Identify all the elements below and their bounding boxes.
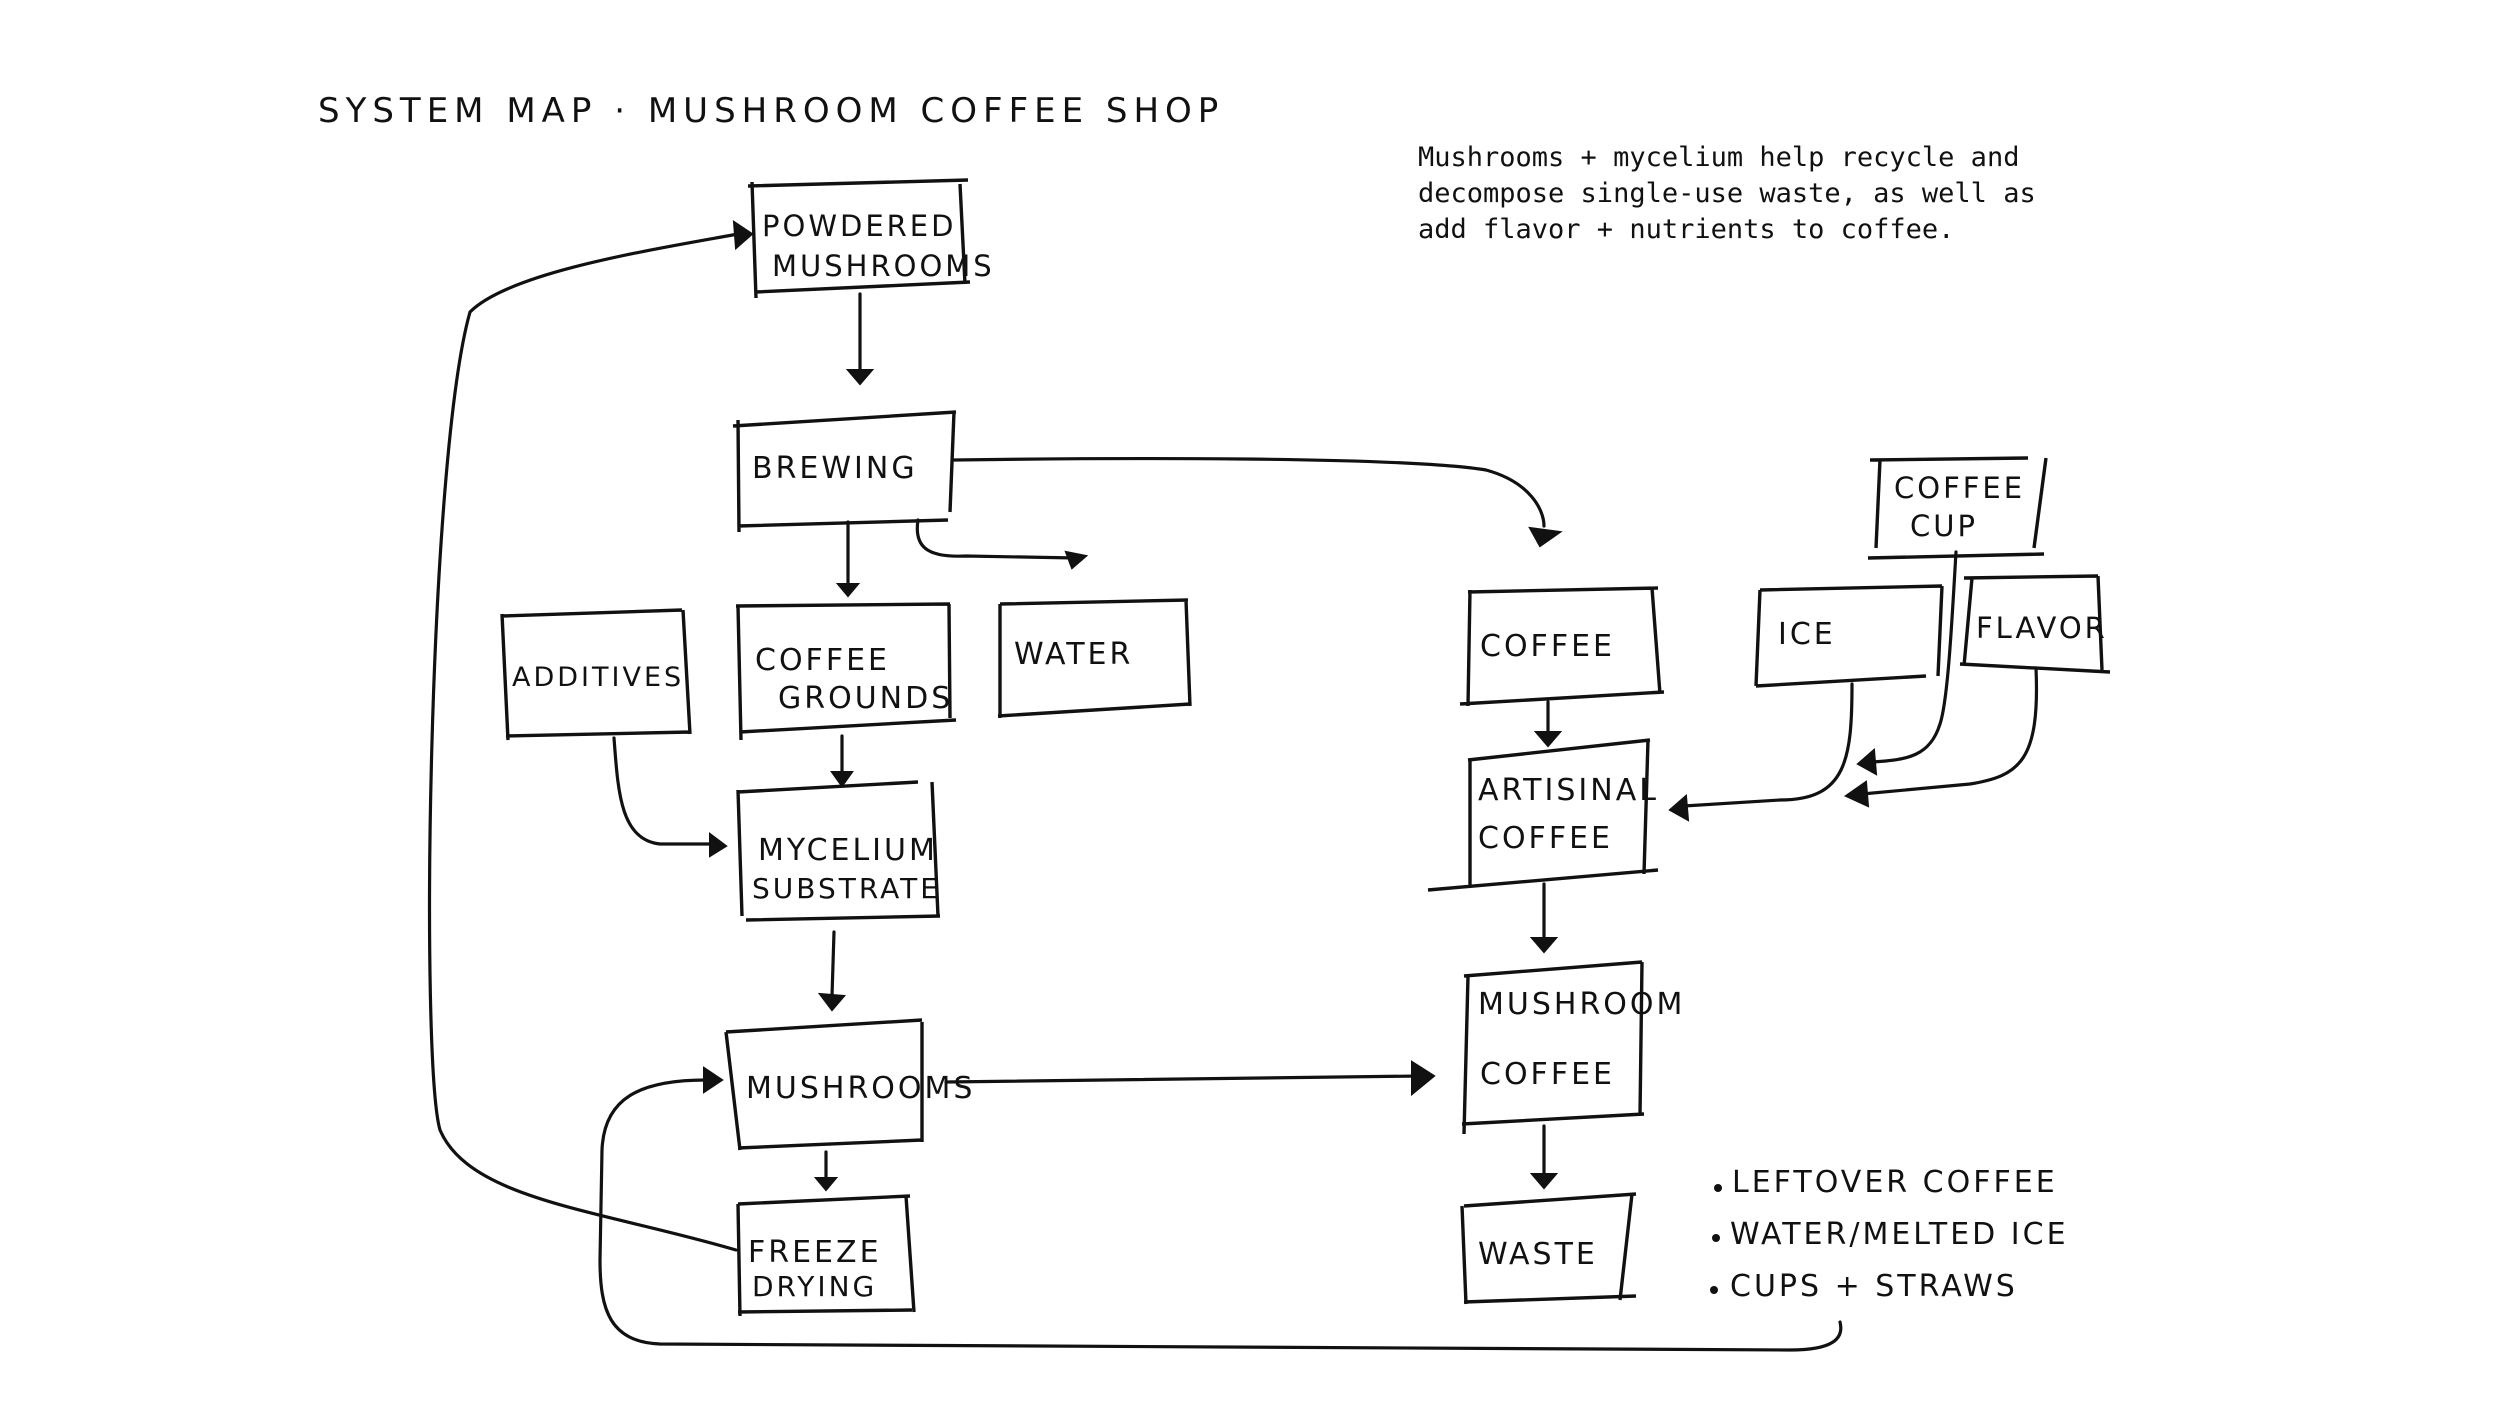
bullet-dot	[1714, 1184, 1722, 1192]
node-ice: ICE	[1754, 584, 1944, 688]
node-artisinal-coffee: ARTISINAL COFFEE	[1427, 738, 1659, 892]
node-water: WATER	[997, 598, 1192, 718]
node-coffee-cup: COFFEE CUP	[1867, 456, 2048, 560]
node-mycelium-substrate: MYCELIUM SUBSTRATE	[736, 780, 941, 922]
edge-mushrooms-to-mushroom-coffee	[944, 1060, 1436, 1097]
node-mushroom-coffee-line1: MUSHROOM	[1478, 987, 1685, 1022]
edge-additives-to-substrate	[612, 736, 728, 858]
node-coffee-label: COFFEE	[1480, 629, 1615, 664]
edge-coffee-to-artisinal	[1533, 700, 1563, 748]
node-artisinal-coffee-line2: COFFEE	[1478, 821, 1613, 856]
waste-item-water-melted-ice: WATER/MELTED ICE	[1730, 1217, 2069, 1252]
node-additives-label: ADDITIVES	[512, 662, 684, 693]
node-mycelium-substrate-line2: SUBSTRATE	[752, 872, 941, 905]
node-flavor-label: FLAVOR	[1976, 611, 2108, 645]
edge-ice-to-artisinal	[1668, 682, 1854, 822]
node-mycelium-substrate-line1: MYCELIUM	[758, 833, 938, 868]
node-powdered-mushrooms-line1: POWDERED	[762, 209, 956, 243]
node-powdered-mushrooms-line2: MUSHROOMS	[772, 249, 995, 283]
diagram-title: SYSTEM MAP · MUSHROOM COFFEE SHOP	[318, 91, 1224, 131]
edge-mushrooms-to-freeze-drying	[813, 1150, 839, 1192]
node-powdered-mushrooms: POWDERED MUSHROOMS	[747, 178, 995, 299]
node-coffee-grounds-line1: COFFEE	[755, 643, 890, 678]
node-additives: ADDITIVES	[500, 608, 692, 741]
waste-item-leftover-coffee: LEFTOVER COFFEE	[1732, 1165, 2058, 1200]
edge-artisinal-to-mushroom-coffee	[1529, 882, 1559, 954]
edge-brewing-to-water	[915, 518, 1089, 570]
node-ice-label: ICE	[1778, 617, 1836, 652]
node-brewing-label: BREWING	[752, 451, 918, 486]
node-mushroom-coffee: MUSHROOM COFFEE	[1461, 960, 1685, 1135]
edge-brewing-to-coffee-grounds	[835, 520, 861, 598]
node-freeze-drying-line2: DRYING	[752, 1270, 877, 1303]
node-mushroom-coffee-line2: COFFEE	[1480, 1057, 1615, 1092]
node-waste: WASTE	[1460, 1192, 1637, 1305]
node-freeze-drying: FREEZE DRYING	[736, 1194, 916, 1317]
node-water-label: WATER	[1014, 637, 1133, 672]
node-freeze-drying-line1: FREEZE	[748, 1235, 882, 1270]
node-mushrooms: MUSHROOMS	[724, 1018, 975, 1151]
node-coffee-cup-line1: COFFEE	[1894, 471, 2025, 505]
bullet-dot	[1710, 1286, 1718, 1294]
edge-freeze-drying-to-powdered	[427, 220, 754, 1252]
waste-items-list: LEFTOVER COFFEE WATER/MELTED ICE CUPS + …	[1710, 1165, 2069, 1304]
node-brewing: BREWING	[732, 410, 957, 533]
explanatory-note: Mushrooms + mycelium help recycle and de…	[1418, 142, 2036, 245]
edge-brewing-to-coffee	[952, 456, 1563, 548]
edge-flavor-to-artisinal	[1843, 666, 2039, 808]
node-artisinal-coffee-line1: ARTISINAL	[1478, 773, 1659, 808]
node-coffee-grounds: COFFEE GROUNDS	[735, 602, 957, 741]
waste-item-cups-straws: CUPS + STRAWS	[1730, 1269, 2018, 1304]
edge-waste-to-mushrooms	[598, 1066, 1843, 1352]
node-waste-label: WASTE	[1478, 1237, 1598, 1272]
node-flavor: FLAVOR	[1959, 574, 2111, 674]
node-mushrooms-label: MUSHROOMS	[746, 1071, 975, 1106]
bullet-dot	[1712, 1234, 1720, 1242]
node-coffee: COFFEE	[1459, 586, 1665, 707]
edge-substrate-to-mushrooms	[817, 930, 847, 1012]
edge-grounds-to-substrate	[830, 734, 854, 788]
edge-powdered-to-brewing	[845, 292, 875, 386]
edge-mushroom-coffee-to-waste	[1529, 1124, 1559, 1190]
node-coffee-grounds-line2: GROUNDS	[778, 681, 953, 716]
edge-cup-to-ice-area	[1856, 550, 1958, 776]
node-coffee-cup-line2: CUP	[1910, 509, 1978, 543]
